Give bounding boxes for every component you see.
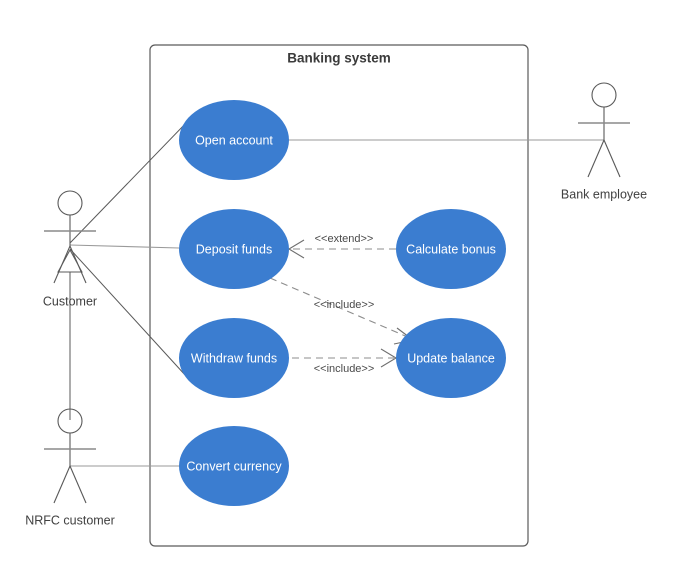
use-case-convert-currency[interactable]: Convert currency: [179, 426, 289, 506]
relationship-include-withdraw-update: <<include>>: [292, 348, 398, 375]
actor-customer[interactable]: Customer: [43, 190, 97, 308]
use-case-deposit-funds[interactable]: Deposit funds: [179, 209, 289, 289]
use-case-open-account[interactable]: Open account: [179, 100, 289, 180]
extend-stereotype-label: <<extend>>: [315, 233, 374, 245]
actor-head-icon: [591, 82, 617, 108]
include-dashed-line: [269, 277, 411, 339]
use-case-update-balance[interactable]: Update balance: [396, 318, 506, 398]
include-stereotype-label: <<include>>: [314, 363, 375, 375]
generalization-nrfc-to-customer: [57, 248, 83, 420]
actor-nrfc-customer-label: NRFC customer: [25, 513, 115, 527]
actor-leg-left-icon: [587, 139, 605, 178]
use-case-label: Update balance: [407, 351, 495, 365]
system-boundary-title: Banking system: [287, 51, 391, 66]
association-customer-deposit-funds: [69, 244, 180, 249]
actor-leg-right-icon: [603, 139, 621, 178]
association-customer-open-account: [69, 121, 188, 244]
association-customer-withdraw-funds: [69, 248, 187, 377]
use-case-label: Withdraw funds: [191, 351, 277, 365]
use-case-ellipse: [396, 318, 506, 398]
include-stereotype-label: <<include>>: [314, 299, 375, 311]
relationship-extend-calculate-bonus: <<extend>>: [287, 233, 396, 259]
actor-leg-left-icon: [53, 245, 71, 284]
association-lines: [69, 121, 604, 467]
actor-head-icon: [57, 190, 83, 216]
actor-bank-employee[interactable]: Bank employee: [561, 82, 647, 201]
use-case-ellipse: [179, 426, 289, 506]
use-case-ellipse: [179, 100, 289, 180]
use-case-label: Convert currency: [186, 459, 282, 473]
use-case-calculate-bonus[interactable]: Calculate bonus: [396, 209, 506, 289]
use-case-ellipse: [179, 209, 289, 289]
actor-bank-employee-label: Bank employee: [561, 187, 647, 201]
use-case-label: Deposit funds: [196, 242, 272, 256]
actor-nrfc-customer[interactable]: NRFC customer: [25, 408, 115, 527]
use-case-withdraw-funds[interactable]: Withdraw funds: [179, 318, 289, 398]
relationship-include-deposit-update: <<include>>: [269, 277, 415, 345]
use-case-ellipse: [396, 209, 506, 289]
generalization-arrowhead: [57, 248, 83, 273]
system-boundary-rect: [149, 44, 529, 547]
use-case-ellipse: [179, 318, 289, 398]
actor-customer-label: Customer: [43, 294, 97, 308]
actor-leg-right-icon: [69, 245, 87, 284]
use-case-label: Calculate bonus: [406, 242, 496, 256]
actor-leg-left-icon: [53, 465, 71, 504]
system-boundary: Banking system: [149, 44, 529, 547]
use-case-label: Open account: [195, 133, 273, 147]
actor-leg-right-icon: [69, 465, 87, 504]
